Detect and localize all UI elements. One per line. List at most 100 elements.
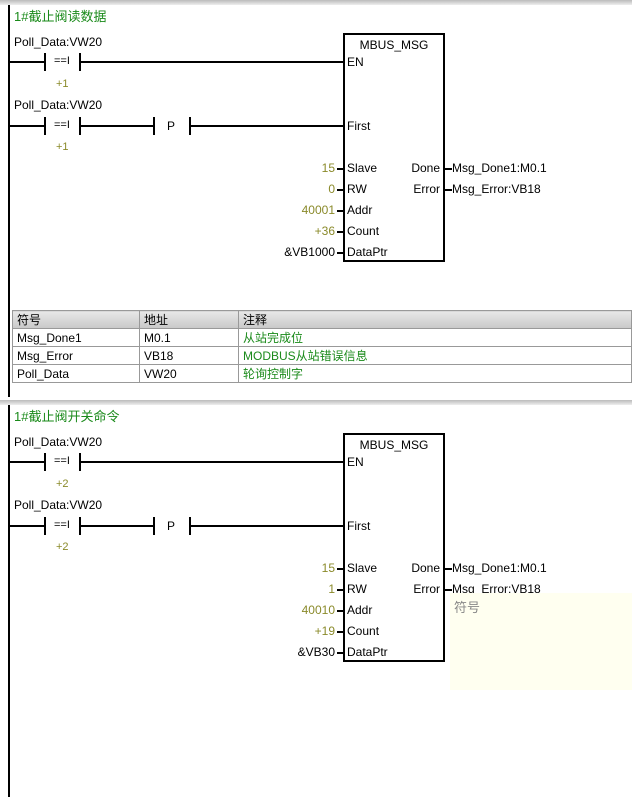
input-value: 15	[321, 561, 335, 575]
tooltip-text: 符号	[454, 600, 481, 615]
input-value: 15	[321, 161, 335, 175]
wire	[337, 652, 344, 654]
wire	[8, 125, 44, 127]
output-value: Msg_Error:VB18	[452, 582, 541, 596]
input-value: 40010	[301, 603, 335, 617]
compare-value: +2	[56, 478, 69, 490]
wire	[337, 631, 344, 633]
network-separator	[0, 400, 632, 405]
input-pin: Slave	[347, 161, 378, 175]
output-value: Msg_Done1:M0.1	[452, 561, 547, 575]
wire	[445, 189, 452, 191]
positive-edge: P	[167, 119, 176, 133]
mbus-msg-block[interactable]	[343, 33, 445, 262]
wire	[337, 610, 344, 612]
input-pin: DataPtr	[347, 645, 388, 659]
contact-operand: Poll_Data:VW20	[14, 98, 103, 112]
network-title[interactable]: 1#截止阀开关命令	[14, 409, 120, 424]
symbol: Msg_Error	[12, 346, 140, 365]
positive-edge: P	[167, 519, 176, 533]
wire	[190, 125, 343, 127]
wire	[44, 453, 46, 471]
input-value: +36	[314, 224, 335, 238]
pin-en: EN	[347, 55, 364, 69]
block-name: MBUS_MSG	[359, 38, 429, 52]
input-value: 0	[328, 182, 335, 196]
wire	[80, 525, 153, 527]
wire	[445, 589, 452, 591]
compare-op: ==I	[54, 119, 70, 131]
wire	[44, 517, 46, 535]
address: VW20	[139, 364, 239, 383]
wire	[337, 568, 344, 570]
input-value: +19	[314, 624, 335, 638]
network-title[interactable]: 1#截止阀读数据	[14, 9, 107, 24]
address: VB18	[139, 346, 239, 365]
output-pin: Error	[413, 582, 440, 596]
input-value: 1	[328, 582, 335, 596]
wire	[337, 210, 344, 212]
input-pin: Addr	[347, 603, 373, 617]
contact-operand: Poll_Data:VW20	[14, 35, 103, 49]
wire	[153, 117, 155, 135]
wire	[337, 168, 344, 170]
network-2: 1#截止阀开关命令 Poll_Data:VW20 ==I +2 Poll_Dat…	[0, 400, 632, 800]
output-value: Msg_Done1:M0.1	[452, 161, 547, 175]
wire	[445, 568, 452, 570]
col-comment: 注释	[238, 310, 632, 329]
wire	[8, 61, 44, 63]
output-pin: Done	[411, 161, 440, 175]
input-pin: Addr	[347, 203, 373, 217]
output-pin: Done	[411, 561, 440, 575]
input-value: 40001	[301, 203, 335, 217]
pin-first: First	[347, 519, 371, 533]
wire	[153, 517, 155, 535]
symbol: Msg_Done1	[12, 328, 140, 347]
compare-value: +2	[56, 541, 69, 553]
wire	[80, 61, 343, 63]
symbol: Poll_Data	[12, 364, 140, 383]
wire	[80, 125, 153, 127]
wire	[337, 189, 344, 191]
input-value: &VB30	[297, 645, 335, 659]
comment: 轮询控制字	[238, 364, 632, 383]
comment: MODBUS从站错误信息	[238, 346, 632, 365]
power-rail	[8, 5, 10, 397]
compare-op: ==I	[54, 55, 70, 67]
output-pin: Error	[413, 182, 440, 196]
col-symbol: 符号	[12, 310, 140, 329]
contact-operand: Poll_Data:VW20	[14, 435, 103, 449]
wire	[337, 589, 344, 591]
pin-en: EN	[347, 455, 364, 469]
compare-value: +1	[56, 141, 69, 153]
input-pin: RW	[347, 182, 367, 196]
compare-op: ==I	[54, 519, 70, 531]
wire	[44, 53, 46, 71]
wire	[8, 525, 44, 527]
compare-op: ==I	[54, 455, 70, 467]
input-pin: RW	[347, 582, 367, 596]
compare-value: +1	[56, 78, 69, 90]
input-pin: Count	[347, 224, 380, 238]
pin-first: First	[347, 119, 371, 133]
input-pin: Slave	[347, 561, 378, 575]
wire	[445, 168, 452, 170]
wire	[337, 231, 344, 233]
network-1: 1#截止阀读数据 Poll_Data:VW20 ==I +1 Poll_Data…	[0, 0, 632, 397]
contact-operand: Poll_Data:VW20	[14, 498, 103, 512]
output-value: Msg_Error:VB18	[452, 182, 541, 196]
comment: 从站完成位	[238, 328, 632, 347]
input-pin: DataPtr	[347, 245, 388, 259]
wire	[44, 117, 46, 135]
col-address: 地址	[139, 310, 239, 329]
block-name: MBUS_MSG	[359, 438, 429, 452]
wire	[190, 525, 343, 527]
input-value: &VB1000	[284, 245, 335, 259]
tooltip	[450, 593, 632, 690]
mbus-msg-block[interactable]	[343, 433, 445, 662]
power-rail	[8, 405, 10, 797]
